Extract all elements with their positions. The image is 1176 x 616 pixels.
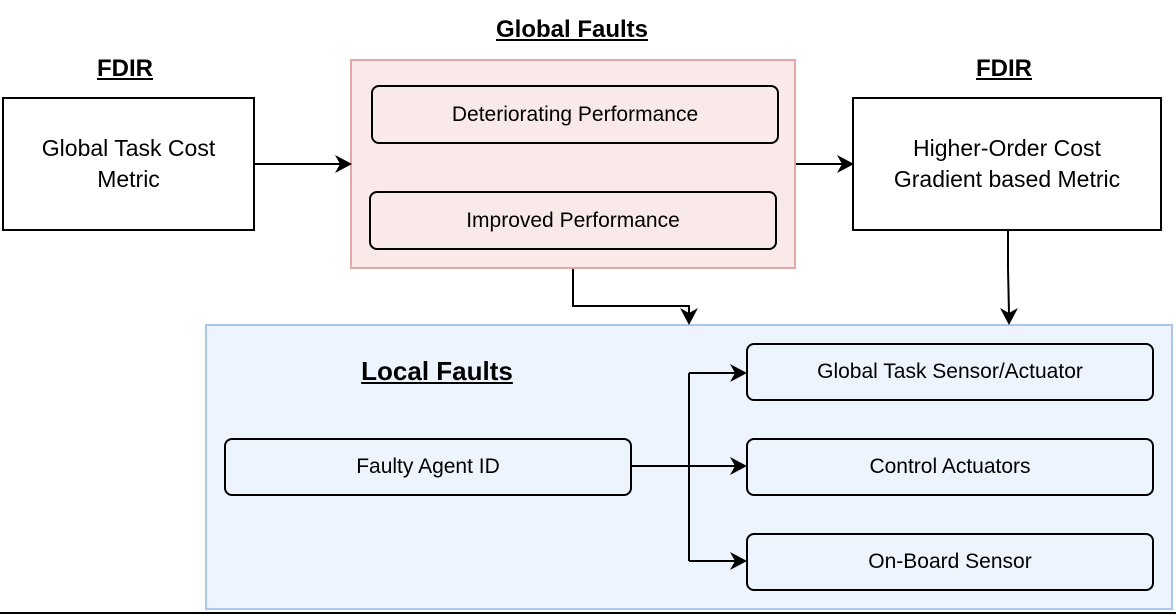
deteriorating-performance-label: Deteriorating Performance [451,102,699,126]
improved-performance-box: Improved Performance [369,191,777,250]
left-fdir-heading: FDIR [97,55,153,82]
on-board-sensor-label: On-Board Sensor [868,550,1032,573]
faulty-agent-id-label: Faulty Agent ID [356,455,500,478]
arrowhead-global [335,155,352,173]
control-actuators-box: Control Actuators [746,438,1154,496]
faulty-agent-id-box: Faulty Agent ID [224,438,632,496]
higher-order-cost-metric-label: Higher-Order Cost Gradient based Metric [893,134,1121,192]
on-board-sensor-box: On-Board Sensor [746,533,1154,591]
global-task-sensor-actuator-box: Global Task Sensor/Actuator [746,343,1154,401]
arrow-gradient-to-local [1007,231,1010,315]
global-task-sensor-actuator-label: Global Task Sensor/Actuator [817,360,1083,383]
arrow-global-to-local [572,269,690,314]
arrowhead-sensor-actuator [730,364,747,382]
arrowhead-gradient [837,155,854,173]
global-task-cost-metric-box: Global Task Cost Metric [2,97,255,231]
global-task-cost-metric-label: Global Task Cost Metric [41,134,216,192]
arrowhead-local-left [680,308,698,325]
improved-performance-label: Improved Performance [466,208,680,232]
arrowhead-control-actuators [730,457,747,475]
right-fdir-heading: FDIR [976,55,1032,82]
higher-order-cost-metric-box: Higher-Order Cost Gradient based Metric [852,97,1162,231]
arrowhead-local-right [1000,308,1018,325]
global-faults-heading: Global Faults [495,16,648,43]
deteriorating-performance-box: Deteriorating Performance [371,85,779,144]
local-faults-heading: Local Faults [361,356,513,386]
bottom-border-line [0,612,1176,614]
control-actuators-label: Control Actuators [869,455,1031,478]
arrowhead-onboard-sensor [730,552,747,570]
